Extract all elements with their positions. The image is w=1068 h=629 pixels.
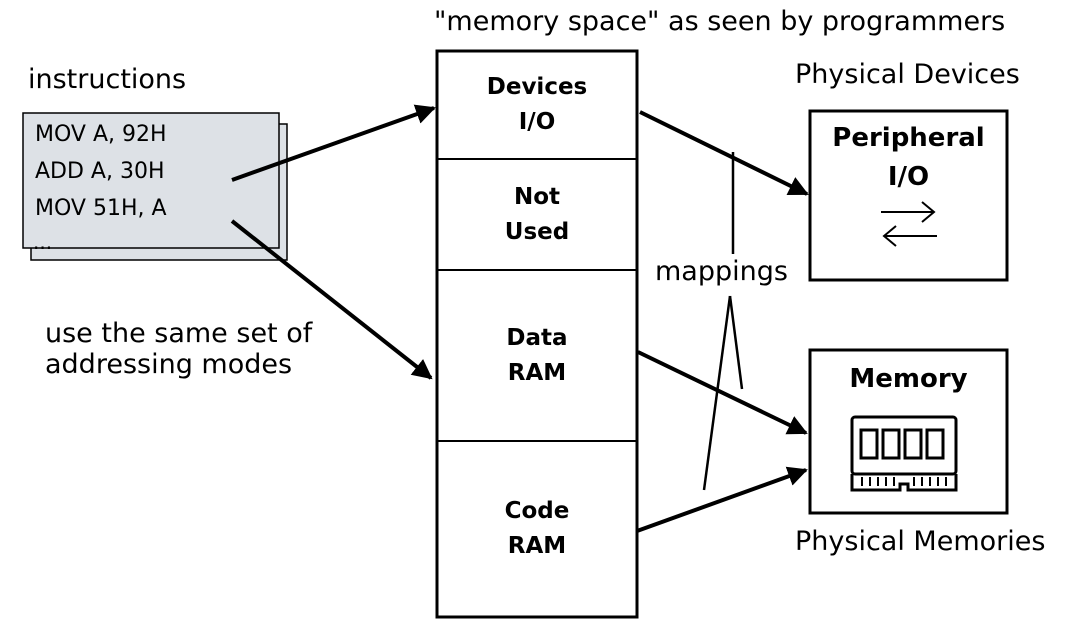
instruction-ellipsis: ... bbox=[33, 230, 53, 254]
memory-cell-label: Used bbox=[504, 218, 570, 245]
arrow-instructions-to-data-ram bbox=[230, 219, 433, 380]
addressing-note-line: addressing modes bbox=[45, 349, 293, 380]
peripheral-io-title-line: Peripheral bbox=[832, 123, 985, 153]
memory-cell-label: Not bbox=[513, 183, 561, 210]
mappings-label: mappings bbox=[655, 256, 788, 287]
arrow-devices-to-peripheral bbox=[639, 110, 809, 196]
memory-space-column bbox=[435, 49, 639, 619]
arrow-code-ram-to-memory bbox=[636, 466, 808, 533]
mappings-line bbox=[702, 295, 732, 491]
addressing-note-line: use the same set of bbox=[45, 318, 313, 349]
memory-cell-label: RAM bbox=[507, 359, 567, 386]
diagram-title: "memory space" as seen by programmers bbox=[434, 6, 1006, 37]
peripheral-io-title: Peripheral I/O bbox=[810, 119, 1007, 197]
instructions-label: instructions bbox=[28, 64, 187, 95]
instruction-line: MOV 51H, A bbox=[35, 196, 167, 221]
arrow-instructions-to-devices bbox=[231, 104, 436, 182]
physical-memories-label: Physical Memories bbox=[795, 526, 1046, 557]
instruction-line: ADD A, 30H bbox=[35, 159, 165, 184]
memory-cell-devices-io: Devices I/O bbox=[437, 51, 637, 159]
memory-cell-label: Code bbox=[504, 498, 570, 524]
arrow-data-ram-to-memory bbox=[637, 350, 808, 435]
instruction-line: MOV A, 92H bbox=[35, 122, 167, 147]
memory-box-title: Memory bbox=[849, 364, 968, 394]
memory-cell-code-ram: Code RAM bbox=[437, 441, 637, 617]
memory-cell-label: Data bbox=[506, 324, 568, 351]
memory-cell-label: RAM bbox=[507, 533, 567, 559]
mappings-line bbox=[728, 295, 744, 390]
memory-cell-label: I/O bbox=[518, 109, 556, 135]
physical-devices-label: Physical Devices bbox=[795, 59, 1020, 90]
memory-cell-data-ram: Data RAM bbox=[437, 270, 637, 441]
memory-chip-icon bbox=[850, 415, 958, 492]
double-arrow-icon bbox=[881, 201, 937, 247]
memory-cell-not-used: Not Used bbox=[437, 159, 637, 270]
peripheral-io-title-line: I/O bbox=[887, 162, 930, 192]
peripheral-io-box bbox=[808, 109, 1009, 282]
addressing-note: use the same set of addressing modes bbox=[45, 318, 312, 380]
memory-cell-label: Devices bbox=[486, 74, 588, 100]
